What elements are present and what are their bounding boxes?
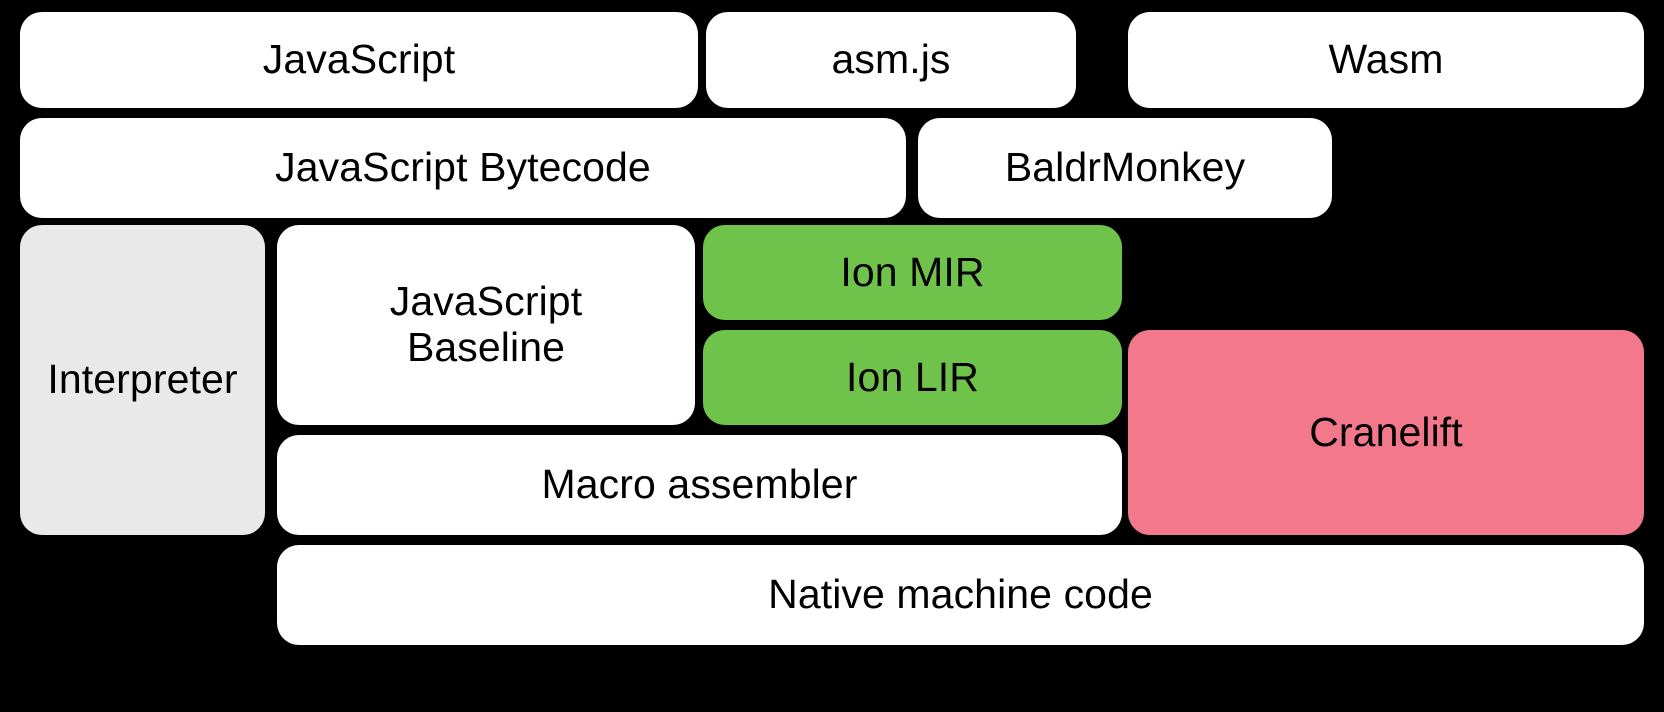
diagram-node-javascript: JavaScript	[20, 12, 698, 108]
diagram-node-native-machine-code: Native machine code	[277, 545, 1644, 645]
diagram-node-baldrmonkey: BaldrMonkey	[918, 118, 1332, 218]
diagram-node-ion-mir: Ion MIR	[703, 225, 1122, 320]
diagram-node-cranelift: Cranelift	[1128, 330, 1644, 535]
diagram-node-ion-lir: Ion LIR	[703, 330, 1122, 425]
diagram-node-asmjs: asm.js	[706, 12, 1076, 108]
diagram-node-interpreter: Interpreter	[20, 225, 265, 535]
diagram-node-wasm: Wasm	[1128, 12, 1644, 108]
diagram-node-javascript-baseline: JavaScript Baseline	[277, 225, 695, 425]
diagram-node-javascript-bytecode: JavaScript Bytecode	[20, 118, 906, 218]
diagram-node-macro-assembler: Macro assembler	[277, 435, 1122, 535]
